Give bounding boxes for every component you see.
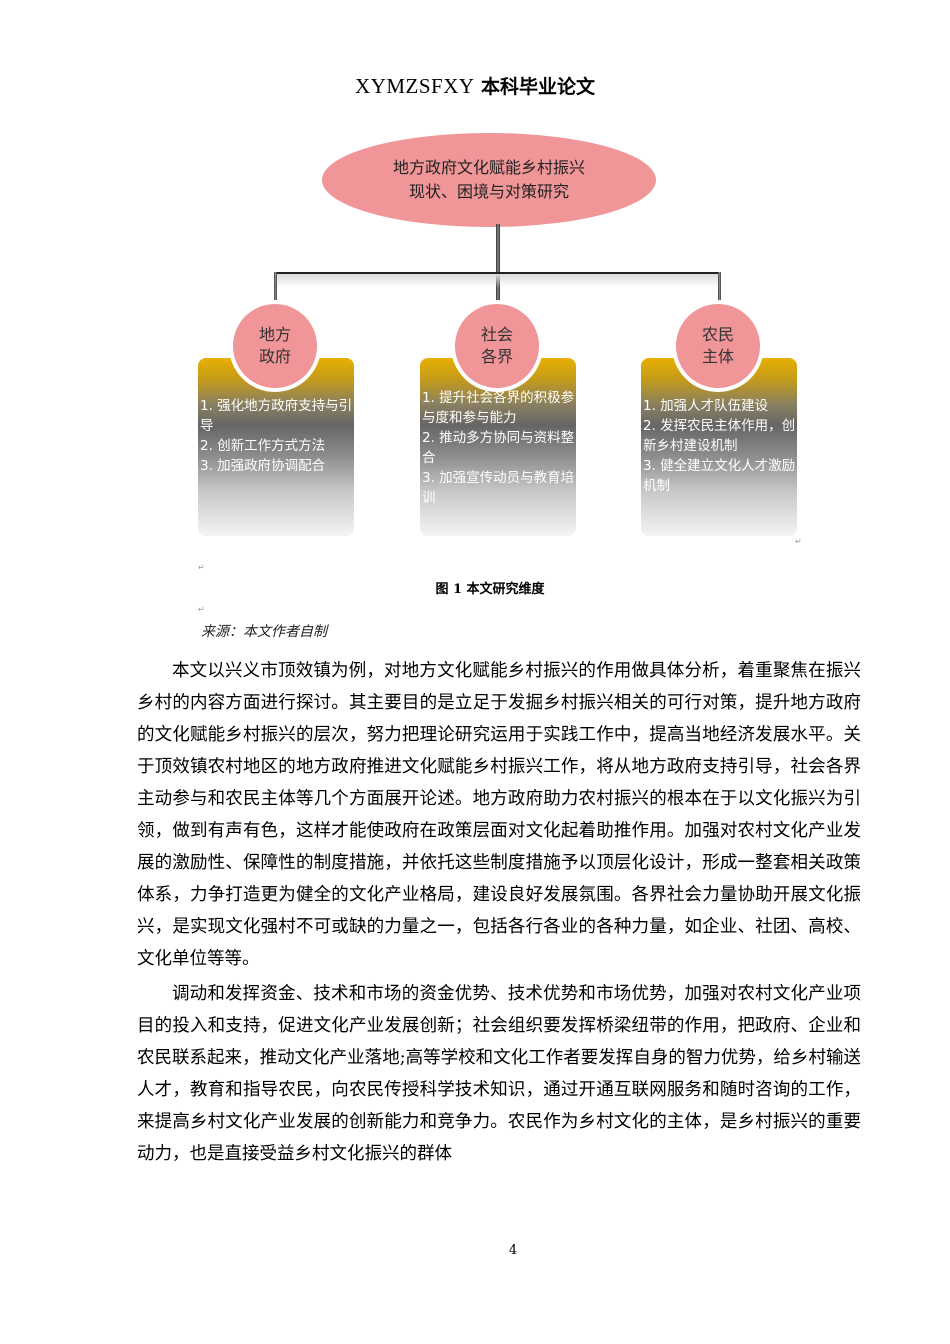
branch-item: 1. 提升社会各界的积极参与度和参与能力 — [422, 390, 575, 426]
branch-node: 地方 政府 — [233, 304, 317, 388]
paragraph-mark-icon: ↵ — [795, 537, 802, 546]
root-node-line1: 地方政府文化赋能乡村振兴 — [392, 158, 585, 177]
branch-title-line1: 地方 — [258, 325, 291, 344]
branch-item: 3. 健全建立文化人才激励机制 — [643, 458, 796, 494]
branch-item: 2. 推动多方协同与资料整合 — [422, 430, 575, 466]
branch-items: 1. 强化地方政府支持与引导 2. 创新工作方式方法 3. 加强政府协调配合 — [200, 396, 354, 476]
branch-item: 2. 发挥农民主体作用，创新乡村建设机制 — [643, 418, 796, 454]
branch-item: 1. 加强人才队伍建设 — [643, 398, 769, 414]
header-title: 本科毕业论文 — [480, 76, 595, 98]
page-header: XYMZSFXY 本科毕业论文 — [0, 72, 950, 99]
root-node: 地方政府文化赋能乡村振兴 现状、困境与对策研究 — [322, 133, 656, 227]
branch-item: 3. 加强宣传动员与教育培训 — [422, 470, 575, 506]
research-dimension-diagram: 地方政府文化赋能乡村振兴 现状、困境与对策研究 地方 政府 1. 强化地方政府支… — [0, 0, 950, 560]
connector-vertical-left — [274, 272, 277, 302]
branch-item: 2. 创新工作方式方法 — [200, 438, 326, 454]
paragraph-mark-icon: ↵ — [198, 605, 205, 614]
connector-horizontal — [275, 272, 720, 274]
page-number: 4 — [508, 1243, 518, 1258]
branch-item: 1. 强化地方政府支持与引导 — [200, 398, 353, 434]
branch-title-line1: 社会 — [480, 325, 513, 344]
branch-social-sectors: 社会 各界 1. 提升社会各界的积极参与度和参与能力 2. 推动多方协同与资料整… — [420, 300, 580, 540]
connector-vertical-right — [718, 272, 721, 302]
branch-node: 社会 各界 — [455, 304, 539, 388]
branch-node: 农民 主体 — [676, 304, 760, 388]
header-latin: XYMZSFXY — [355, 74, 475, 98]
connector-shadow — [275, 274, 720, 288]
body-text: 本文以兴义市顶效镇为例，对地方文化赋能乡村振兴的作用做具体分析，着重聚焦在振兴乡… — [137, 655, 861, 1173]
branch-title-line2: 主体 — [701, 347, 734, 366]
branch-item: 3. 加强政府协调配合 — [200, 458, 326, 474]
branch-items: 1. 加强人才队伍建设 2. 发挥农民主体作用，创新乡村建设机制 3. 健全建立… — [643, 396, 797, 496]
branch-farmers: 农民 主体 1. 加强人才队伍建设 2. 发挥农民主体作用，创新乡村建设机制 3… — [641, 300, 801, 540]
figure-source: 来源：本文作者自制 — [201, 624, 327, 640]
branch-title-line2: 各界 — [480, 347, 513, 366]
figure-caption: 图 1 本文研究维度 — [435, 582, 545, 597]
branch-title-line2: 政府 — [258, 347, 291, 366]
root-node-line2: 现状、困境与对策研究 — [408, 182, 569, 201]
branch-local-government: 地方 政府 1. 强化地方政府支持与引导 2. 创新工作方式方法 3. 加强政府… — [198, 300, 358, 540]
branch-title-line1: 农民 — [701, 325, 734, 344]
body-paragraph: 调动和发挥资金、技术和市场的资金优势、技术优势和市场优势，加强对农村文化产业项目… — [137, 984, 861, 1164]
body-paragraph: 本文以兴义市顶效镇为例，对地方文化赋能乡村振兴的作用做具体分析，着重聚焦在振兴乡… — [137, 661, 861, 969]
paragraph-mark-icon: ↵ — [198, 563, 205, 572]
branch-items: 1. 提升社会各界的积极参与度和参与能力 2. 推动多方协同与资料整合 3. 加… — [422, 388, 576, 508]
